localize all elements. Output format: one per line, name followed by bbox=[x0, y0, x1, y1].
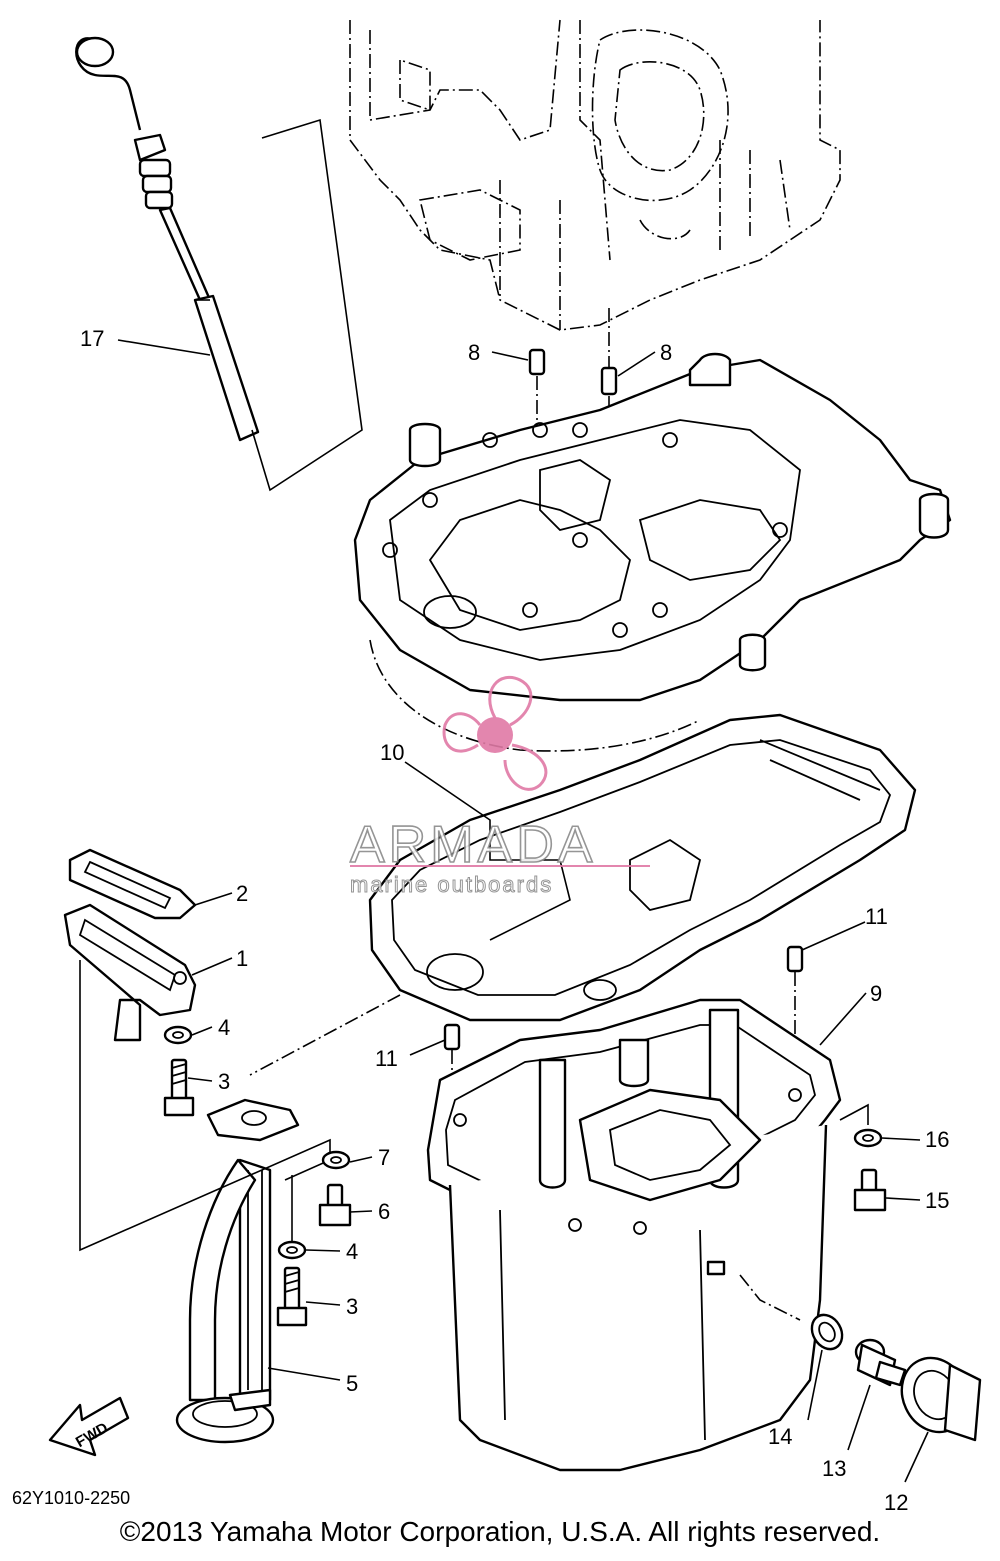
callout-2: 2 bbox=[236, 881, 248, 906]
watermark-brand: ARMADA bbox=[350, 816, 596, 874]
callout-1: 1 bbox=[236, 946, 248, 971]
gasket-pointer-line bbox=[404, 761, 571, 941]
callout-8-right: 8 bbox=[660, 340, 672, 365]
callout-3-lower: 3 bbox=[346, 1294, 358, 1319]
engine-block-phantom bbox=[349, 19, 841, 331]
gasket bbox=[368, 713, 917, 1022]
propeller-logo bbox=[442, 675, 548, 791]
callout-7: 7 bbox=[378, 1145, 390, 1170]
bolt-6 bbox=[318, 1183, 352, 1227]
callout-5: 5 bbox=[346, 1371, 358, 1396]
drain-cap bbox=[900, 1356, 982, 1442]
watermark: ARMADA marine outboards bbox=[349, 675, 650, 898]
bolt-3-upper bbox=[163, 1058, 195, 1117]
callout-8-left: 8 bbox=[468, 340, 480, 365]
callout-17: 17 bbox=[80, 326, 104, 351]
callout-16: 16 bbox=[925, 1127, 949, 1152]
callout-6: 6 bbox=[378, 1199, 390, 1224]
drain-plug bbox=[854, 1338, 907, 1387]
callout-15: 15 bbox=[925, 1188, 949, 1213]
fwd-direction-arrow: FWD bbox=[48, 1396, 130, 1457]
watermark-tagline: marine outboards bbox=[350, 872, 553, 897]
oil-pan bbox=[426, 998, 842, 1472]
callout-4-upper: 4 bbox=[218, 1015, 230, 1040]
washer-4-upper bbox=[163, 1025, 193, 1045]
bolt-15 bbox=[853, 1168, 887, 1212]
dipstick-bracket-line bbox=[251, 118, 363, 492]
washer-7 bbox=[321, 1150, 351, 1170]
oil-pan-upper-line bbox=[839, 1103, 869, 1125]
dipstick bbox=[75, 36, 260, 442]
mounting-plate-casting bbox=[353, 352, 952, 752]
strainer-gasket bbox=[68, 848, 197, 920]
diagram-code: 62Y1010-2250 bbox=[12, 1488, 131, 1508]
callout-12: 12 bbox=[884, 1490, 908, 1515]
oil-strainer-tube bbox=[175, 1098, 300, 1444]
callout-labels: 17 8 8 10 2 1 4 3 11 11 9 7 6 4 3 5 16 1… bbox=[80, 326, 949, 1515]
callout-13: 13 bbox=[822, 1456, 846, 1481]
callout-14: 14 bbox=[768, 1424, 792, 1449]
strainer-bracket-line bbox=[79, 960, 331, 1252]
callout-9: 9 bbox=[870, 981, 882, 1006]
drain-gasket bbox=[810, 1313, 844, 1351]
callout-11-left: 11 bbox=[375, 1046, 398, 1071]
bolt-3-lower bbox=[276, 1266, 308, 1327]
washer-16 bbox=[853, 1128, 883, 1148]
strainer-center-line bbox=[249, 994, 401, 1076]
leader-lines bbox=[117, 339, 929, 1483]
callout-3-upper: 3 bbox=[218, 1069, 230, 1094]
callout-11-right: 11 bbox=[865, 904, 888, 929]
strainer-cover bbox=[63, 903, 197, 1042]
callout-4-lower: 4 bbox=[346, 1239, 358, 1264]
callout-10: 10 bbox=[380, 740, 404, 765]
copyright-notice: ©2013 Yamaha Motor Corporation, U.S.A. A… bbox=[119, 1516, 881, 1547]
washer-4-lower bbox=[277, 1240, 307, 1260]
